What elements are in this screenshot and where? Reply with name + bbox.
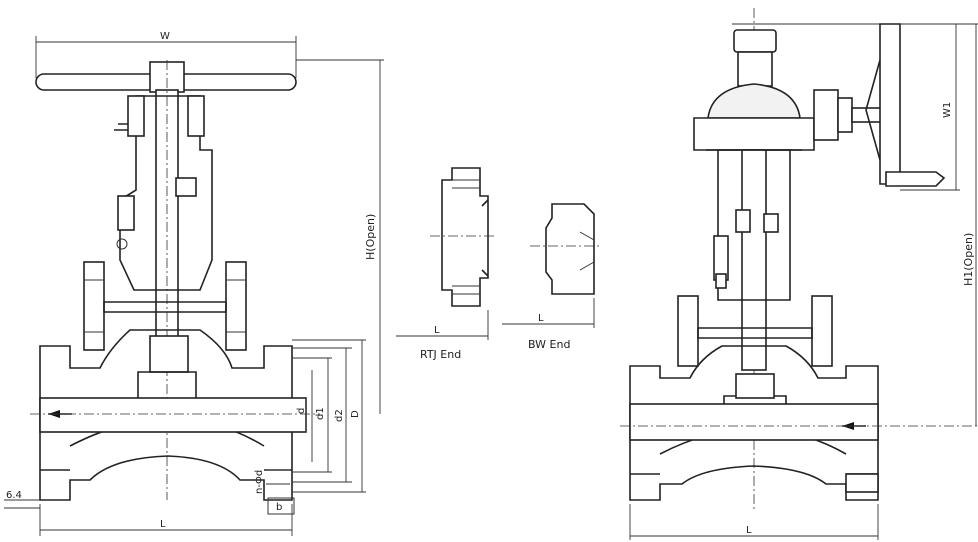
bw-length-label: L (538, 313, 544, 324)
bw-end-detail: L BW End (502, 203, 600, 351)
height-open-label: H(Open) (364, 214, 377, 260)
d1-label: d1 (315, 407, 326, 420)
D-label: D (350, 410, 361, 418)
rtj-end-label: RTJ End (420, 348, 461, 361)
width-label: W (160, 31, 170, 42)
length-label: L (160, 519, 166, 530)
left-bolt (83, 261, 105, 351)
handwheel-globe-valve: W (4, 31, 384, 536)
valve-body (39, 329, 293, 501)
raised-face-label: 6.4 (6, 490, 22, 501)
rtj-end-detail: L RTJ End (396, 167, 496, 361)
bolt-holes-label: n-Φd (254, 470, 265, 494)
gear-handwheel (879, 23, 901, 185)
gear-height-open-label: H1(Open) (962, 233, 975, 286)
gear-length-label: L (746, 525, 752, 536)
gear-width-label: W1 (942, 102, 953, 118)
rtj-length-label: L (434, 325, 440, 336)
bw-end-label: BW End (528, 338, 570, 351)
flange-thickness-label: b (276, 502, 282, 513)
d-label: d (296, 408, 307, 414)
gear-operated-globe-valve: W1 H1(Open) L (620, 8, 978, 540)
d2-label: d2 (334, 409, 345, 422)
right-bolt (225, 261, 247, 351)
gearbox (707, 83, 801, 119)
